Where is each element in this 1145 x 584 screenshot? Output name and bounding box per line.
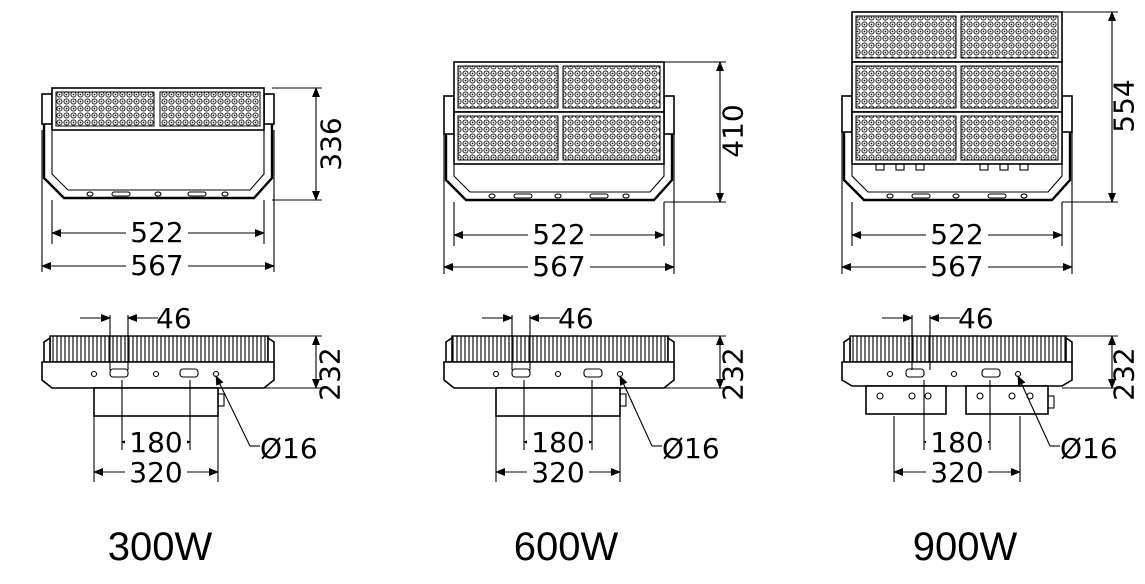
front-inner-width-300w: 522 — [130, 216, 183, 249]
side-height-300w: 232 — [314, 347, 347, 400]
front-height-600w: 410 — [717, 104, 750, 157]
model-600w: 410 522 567 — [443, 61, 750, 569]
model-label-600w: 600W — [514, 525, 619, 569]
model-300w: 336 522 567 — [41, 87, 348, 569]
hole-dia-300w: Ø16 — [260, 432, 318, 465]
hole-dia-600w: Ø16 — [662, 432, 720, 465]
front-inner-width-600w: 522 — [532, 218, 585, 251]
side-view-900w: 46 232 180 320 Ø16 — [841, 302, 1141, 489]
side-height-600w: 232 — [717, 347, 750, 400]
side-height-900w: 232 — [1108, 347, 1141, 400]
model-label-900w: 900W — [913, 525, 1018, 569]
front-height-300w: 336 — [315, 117, 348, 170]
hole-spacing-600w: 180 — [531, 426, 584, 459]
hole-spacing-900w: 180 — [930, 426, 983, 459]
hole-spacing-300w: 180 — [129, 426, 182, 459]
mount-width-600w: 320 — [531, 456, 584, 489]
bracket-gap-300w: 46 — [156, 302, 192, 335]
front-outer-width-300w: 567 — [130, 249, 183, 282]
front-height-900w: 554 — [1108, 79, 1141, 132]
front-view-600w: 410 522 567 — [443, 61, 750, 283]
front-view-900w: 554 522 567 — [841, 11, 1141, 283]
mount-width-300w: 320 — [129, 456, 182, 489]
front-outer-width-900w: 567 — [930, 250, 983, 283]
mount-width-900w: 320 — [930, 456, 983, 489]
front-outer-width-600w: 567 — [532, 250, 585, 283]
side-view-300w: 46 232 180 320 Ø16 — [41, 302, 347, 489]
front-view-300w: 336 522 567 — [41, 87, 348, 282]
front-inner-width-900w: 522 — [930, 218, 983, 251]
side-view-600w: 46 232 180 320 Ø16 — [443, 302, 750, 489]
model-label-300w: 300W — [108, 525, 213, 569]
model-900w: 554 522 567 — [841, 11, 1141, 569]
bracket-gap-600w: 46 — [558, 302, 594, 335]
hole-dia-900w: Ø16 — [1060, 432, 1118, 465]
bracket-gap-900w: 46 — [958, 302, 994, 335]
